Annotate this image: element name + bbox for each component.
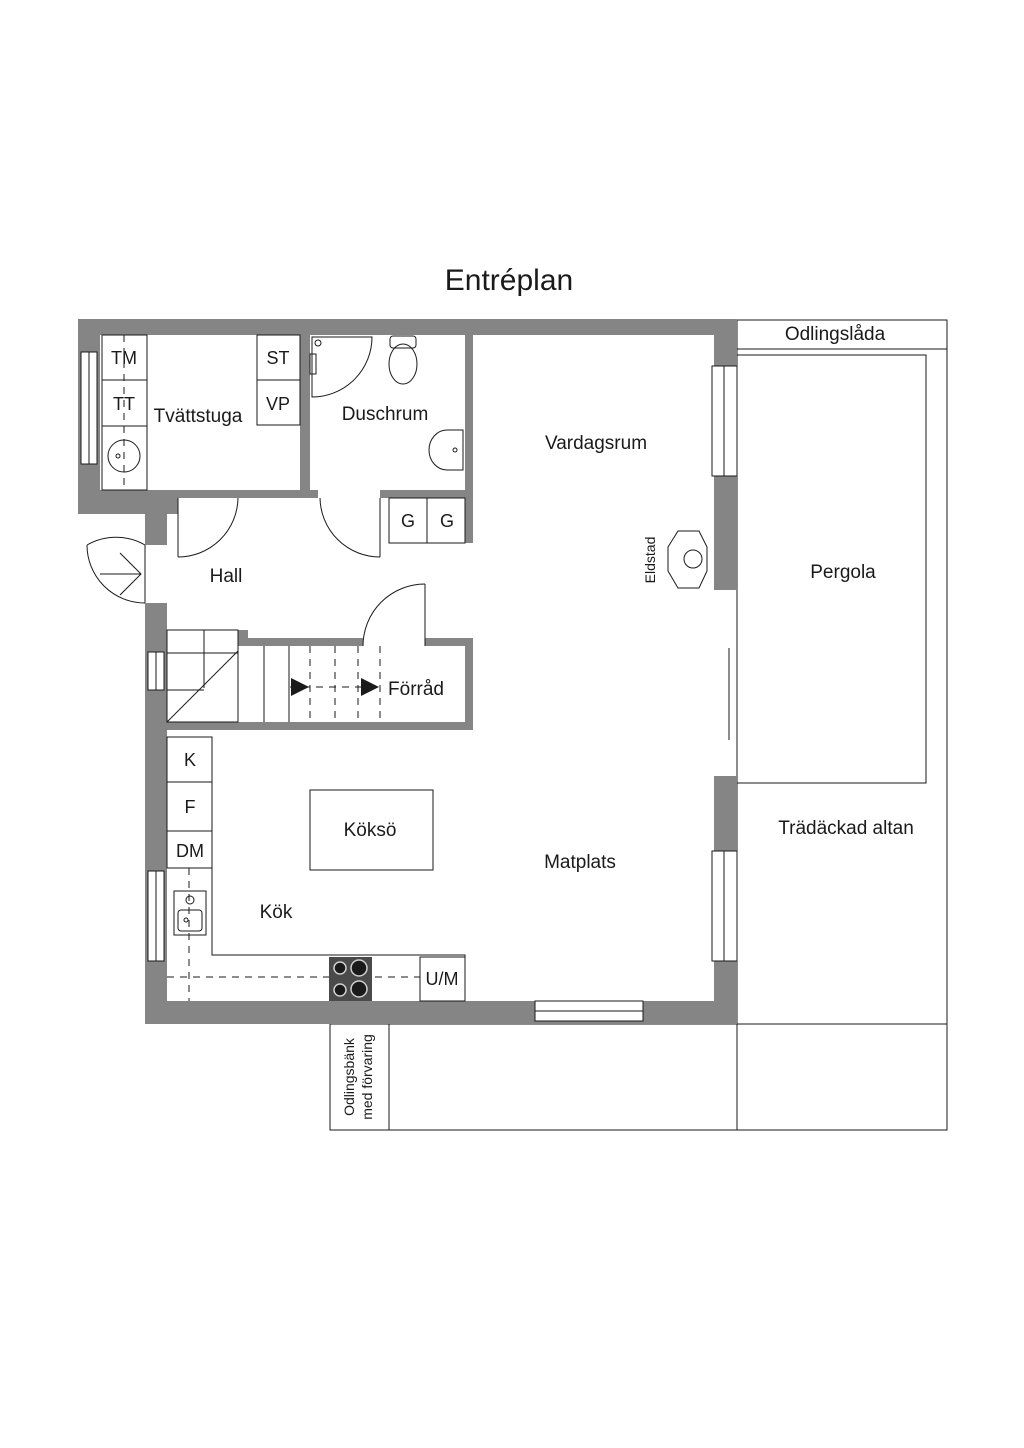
label-vp: VP — [266, 394, 290, 414]
altan-outline — [736, 319, 948, 1131]
label-odlingsbank-2: med förvaring — [359, 1034, 375, 1120]
stairs — [166, 629, 381, 723]
label-tt: TT — [113, 394, 135, 414]
wall-hall-left-upper — [145, 490, 167, 545]
wall-laundry-hall-1 — [178, 490, 238, 498]
kitchen-fixtures — [166, 736, 466, 1002]
wall-storage-top — [425, 638, 473, 646]
stove-icon — [667, 530, 708, 589]
wall-shower-bottom — [380, 490, 465, 498]
wall-stair-bottom — [167, 722, 473, 730]
label-eldstad: Eldstad — [642, 537, 658, 584]
entrance-door — [86, 536, 146, 603]
plan-title: Entréplan — [445, 264, 573, 297]
stair-arrow-icon — [291, 678, 309, 696]
wall-right-2 — [714, 475, 737, 590]
wall-laundry-hall-2 — [238, 490, 318, 498]
laundry-sink — [107, 439, 141, 473]
kitchen-island — [309, 789, 434, 871]
wall-stair-top-b — [238, 638, 363, 646]
label-st: ST — [266, 348, 289, 368]
wall-shower-living — [465, 335, 473, 543]
wall-right-1 — [714, 319, 737, 367]
label-vardagsrum: Vardagsrum — [545, 433, 647, 454]
doors — [86, 497, 426, 647]
wall-right-3 — [714, 776, 737, 852]
wall-top — [78, 319, 737, 335]
label-g1: G — [401, 511, 415, 531]
label-f: F — [185, 797, 196, 817]
fireplace — [667, 530, 708, 589]
shower-fixtures — [309, 335, 466, 544]
kitchen-sink-icon — [173, 890, 207, 936]
laundry-fixtures — [101, 334, 301, 491]
label-kok: Kök — [260, 902, 293, 923]
windows — [80, 351, 738, 1022]
label-matplats: Matplats — [544, 852, 616, 873]
label-k: K — [184, 750, 196, 770]
label-dm: DM — [176, 841, 204, 861]
wall-stair-top-a — [238, 630, 248, 644]
label-tm: TM — [111, 348, 137, 368]
label-g2: G — [440, 511, 454, 531]
shower-head-icon — [309, 353, 317, 375]
label-odlingsbank-1: Odlingsbänk — [341, 1037, 357, 1116]
washbasin-icon — [428, 429, 464, 471]
shower-cabin — [311, 336, 373, 398]
label-altan: Trädäckad altan — [778, 818, 914, 839]
label-koksö: Köksö — [344, 820, 397, 841]
label-odlingslada: Odlingslåda — [785, 324, 886, 345]
label-um: U/M — [426, 969, 459, 989]
altan-lower-outline — [329, 1023, 948, 1131]
wall-laundry-shower — [300, 335, 310, 498]
label-duschrum: Duschrum — [342, 404, 429, 425]
toilet-tank — [389, 335, 417, 349]
label-pergola: Pergola — [810, 562, 876, 583]
label-tvattstuga: Tvättstuga — [154, 406, 243, 427]
label-forrad: Förråd — [388, 679, 444, 700]
wall-bottom — [145, 1001, 737, 1024]
label-hall: Hall — [210, 566, 243, 587]
wall-storage-right — [465, 638, 473, 730]
wall-right-4 — [714, 960, 737, 1024]
appliance-labels: TM TT ST VP G G K F DM U/M — [111, 348, 459, 989]
toilet-icon — [388, 343, 418, 385]
room-labels: Tvättstuga Duschrum Vardagsrum Hall Förr… — [154, 324, 914, 923]
um-cabinet — [419, 956, 466, 1002]
